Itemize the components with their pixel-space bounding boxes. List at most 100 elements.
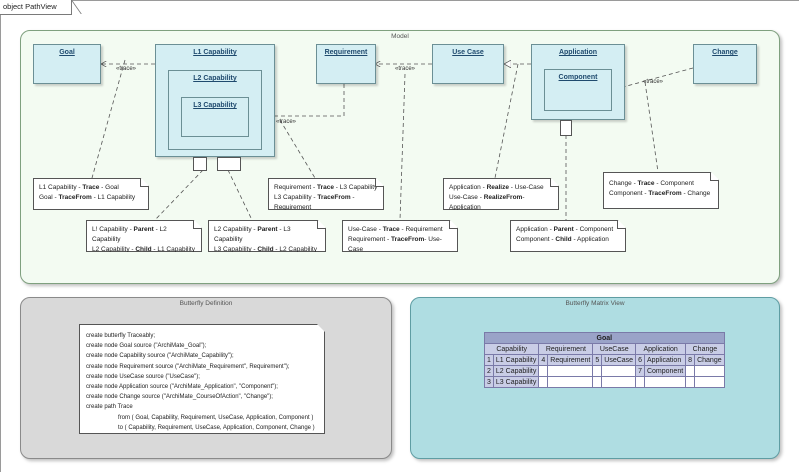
matrix-cell-label[interactable]: L3 Capability — [492, 376, 540, 388]
matrix-cell-index — [592, 376, 603, 388]
note-line: Use-Case - RealizeFrom- Application — [449, 194, 525, 211]
matrix-cell-index — [685, 376, 696, 388]
matrix-cell-label[interactable] — [643, 376, 687, 388]
matrix-cell-label[interactable] — [601, 365, 637, 377]
usecase-label: Use Case — [452, 49, 484, 56]
requirement-element[interactable]: Requirement — [316, 44, 376, 84]
script-line: to ( Capability, Requirement, UseCase, A… — [118, 424, 315, 431]
script-line: from ( Goal, Capability, Requirement, Us… — [118, 414, 314, 421]
matrix-cell-index — [685, 365, 696, 377]
matrix-cell-label[interactable]: UseCase — [601, 354, 637, 366]
note-line: L3 Capability - Child - L2 Capability — [214, 246, 317, 253]
matrix-cell-label[interactable]: L2 Capability — [492, 365, 540, 377]
matrix-cell-index — [592, 365, 603, 377]
note-application-usecase[interactable]: Application - Realize - Use-Case Use-Cas… — [443, 178, 559, 210]
note-application-component[interactable]: Application - Parent - Component Compone… — [510, 220, 626, 252]
l2-capability-element[interactable]: L2 Capability L3 Capability — [168, 70, 262, 150]
note-line: Application - Parent - Component — [516, 226, 614, 233]
note-line: L2 Capability - Child - L1 Capability — [92, 246, 195, 253]
matrix-cell-index: 1 — [484, 354, 494, 366]
l1-port-right — [217, 157, 241, 171]
trace-requirement-l3 — [250, 84, 345, 116]
note-line: L1 Capability - Trace - Goal — [39, 184, 119, 191]
note-line: Requirement - TraceFrom- Use-Case — [348, 236, 442, 253]
butterfly-matrix-title: Butterfly Matrix View — [565, 300, 625, 307]
trace-label-4: «trace» — [643, 79, 664, 85]
goal-element[interactable]: Goal — [33, 44, 101, 84]
component-label: Component — [558, 74, 598, 81]
note-l1-l2[interactable]: L! Capability - Parent - L2 Capability L… — [86, 220, 202, 252]
script-line: create node Capability source ("ArchiMat… — [86, 353, 234, 360]
matrix-group-header: Goal — [484, 332, 725, 344]
script-line: create node Application source ("ArchiMa… — [86, 384, 278, 391]
change-element[interactable]: Change — [693, 44, 757, 84]
matrix-cell-index: 6 — [635, 354, 645, 366]
matrix-column-header: UseCase — [592, 343, 637, 355]
note-l2-l3[interactable]: L2 Capability - Parent - L3 Capability L… — [208, 220, 326, 252]
matrix-cell-label[interactable] — [694, 365, 725, 377]
anchor-n8 — [644, 81, 659, 173]
anchor-n5 — [399, 73, 406, 221]
application-element[interactable]: Application Component — [531, 44, 625, 120]
trace-label-2: «trace» — [395, 66, 416, 72]
note-l1-goal[interactable]: L1 Capability - Trace - Goal Goal - Trac… — [33, 178, 149, 210]
l1-capability-label: L1 Capability — [193, 49, 237, 56]
butterfly-definition-script[interactable]: create butterfly Traceably; create node G… — [79, 324, 325, 434]
matrix-cell-index: 3 — [484, 376, 494, 388]
component-element[interactable]: Component — [544, 69, 612, 111]
matrix-column-header: Change — [685, 343, 725, 355]
script-line: create butterfly Traceably; — [86, 333, 156, 339]
note-line: Goal - TraceFrom - L1 Capability — [39, 194, 136, 201]
note-requirement-l3[interactable]: Requirement - Trace - L3 Capability L3 C… — [268, 178, 384, 210]
matrix-column-header: Requirement — [538, 343, 594, 355]
application-label: Application — [558, 49, 598, 56]
matrix-cell-label[interactable]: L1 Capability — [492, 354, 540, 366]
matrix-cell-label[interactable]: Application — [643, 354, 687, 366]
matrix-cell-label[interactable] — [547, 376, 594, 388]
matrix-cell-label[interactable] — [694, 376, 725, 388]
anchor-n2 — [154, 169, 204, 221]
change-label: Change — [712, 49, 738, 56]
l1-capability-element[interactable]: L1 Capability L2 Capability L3 Capabilit… — [155, 44, 275, 157]
matrix-cell-label[interactable] — [547, 365, 594, 377]
usecase-element[interactable]: Use Case — [432, 44, 504, 84]
note-line: L! Capability - Parent - L2 Capability — [92, 226, 167, 243]
matrix-cell-index: 4 — [538, 354, 549, 366]
matrix-column-header: Capability — [483, 343, 540, 355]
script-line: create node Requirement source ("ArchiMa… — [86, 363, 290, 370]
script-line: create path Trace — [86, 404, 133, 411]
matrix-cell-index — [538, 376, 549, 388]
note-line: Use-Case - Trace - Requirement — [348, 226, 443, 233]
note-line: Application - Realize - Use-Case — [449, 184, 544, 191]
note-line: Requirement - Trace - L3 Capability — [274, 184, 378, 191]
note-line: Component - Child - Application — [516, 236, 609, 243]
matrix-column-header: Application — [635, 343, 687, 355]
anchor-n3 — [227, 169, 253, 221]
note-line: Change - Trace - Component — [609, 180, 694, 187]
matrix-cell-index: 8 — [685, 354, 696, 366]
matrix-cell-label[interactable]: Component — [643, 365, 687, 377]
frame-title: object PathView — [0, 0, 72, 15]
matrix-cell-label[interactable]: Requirement — [547, 354, 594, 366]
matrix-cell-index: 7 — [635, 365, 645, 377]
script-line: create node Goal source ("ArchiMate_Goal… — [86, 343, 207, 350]
note-change-component[interactable]: Change - Trace - Component Component - T… — [603, 172, 719, 209]
note-line: L2 Capability - Parent - L3 Capability — [214, 226, 291, 243]
trace-label-1: «trace» — [116, 66, 137, 72]
matrix-cell-label[interactable]: Change — [694, 354, 725, 366]
requirement-label: Requirement — [324, 49, 368, 56]
script-line: create node UseCase source ("UseCase"); — [86, 373, 200, 380]
trace-label-3: «trace» — [276, 119, 297, 125]
matrix-cell-index: 5 — [592, 354, 603, 366]
note-line: Component - TraceFrom - Change — [609, 190, 711, 197]
l2-capability-label: L2 Capability — [193, 75, 237, 82]
note-line: L3 Capability - TraceFrom - Requirement — [274, 194, 355, 211]
l3-capability-element[interactable]: L3 Capability — [181, 97, 249, 137]
note-usecase-requirement[interactable]: Use-Case - Trace - Requirement Requireme… — [342, 220, 458, 252]
matrix-cell-label[interactable] — [601, 376, 637, 388]
goal-label: Goal — [59, 49, 75, 56]
